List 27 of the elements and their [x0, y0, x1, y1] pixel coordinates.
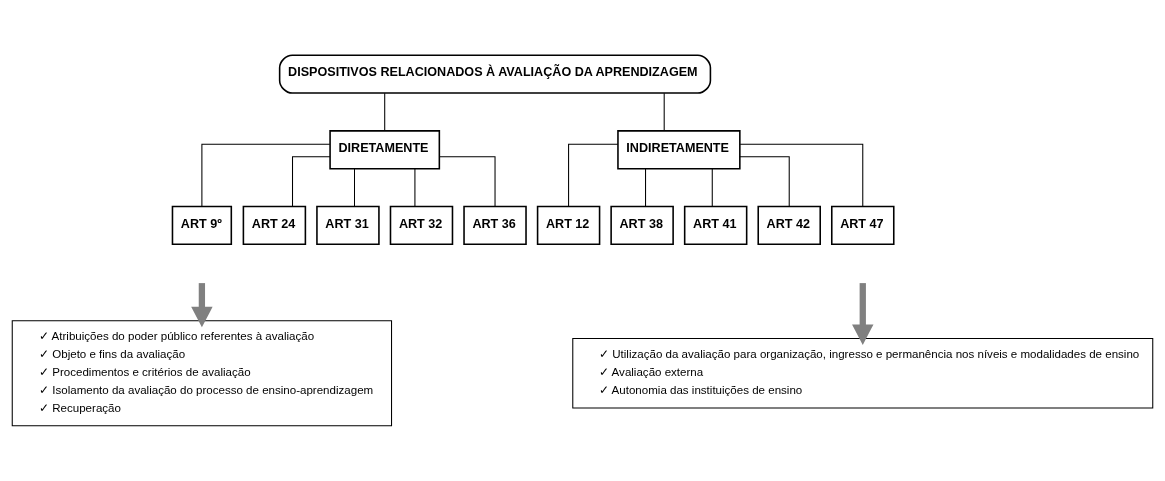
connector	[739, 143, 864, 207]
connector	[353, 168, 356, 207]
node-box: ART 31	[316, 205, 380, 246]
connector	[201, 143, 331, 207]
node-box: ✓ Atribuições do poder público referentes à avaliação ✓ Objeto e fins da avaliação ✓ Procedimentos e critérios de avaliação ✓ Isolamento da avaliação do processo de ensino-aprendizagem ✓ Recuperação	[11, 320, 393, 427]
node-box: INDIRETAMENTE	[617, 130, 741, 170]
node-box: ART 12	[536, 205, 601, 246]
node-box: ART 24	[242, 205, 307, 246]
connector	[292, 156, 331, 207]
connector	[568, 143, 619, 207]
connector	[645, 168, 647, 207]
connector	[739, 156, 790, 207]
node-box: DISPOSITIVOS RELACIONADOS À AVALIAÇÃO DA APRENDIZAGEM	[278, 54, 712, 94]
node-box: ART 38	[610, 205, 674, 246]
node-box: ART 41	[683, 205, 748, 246]
connector	[663, 92, 665, 131]
node-box: ART 9º	[171, 205, 233, 246]
connector	[711, 168, 713, 207]
connector	[414, 168, 416, 207]
node-box: ✓ Utilização da avaliação para organização, ingresso e permanência nos níveis e modalidades de ensino ✓ Avaliação externa ✓ Autonomia das instituições de ensino	[572, 338, 1154, 409]
node-box: DIRETAMENTE	[329, 130, 441, 170]
connector	[439, 156, 496, 207]
node-box: ART 32	[389, 205, 454, 246]
connector	[384, 92, 386, 131]
node-box: ART 42	[757, 205, 821, 246]
node-box: ART 36	[463, 205, 527, 246]
node-box: ART 47	[831, 205, 895, 246]
